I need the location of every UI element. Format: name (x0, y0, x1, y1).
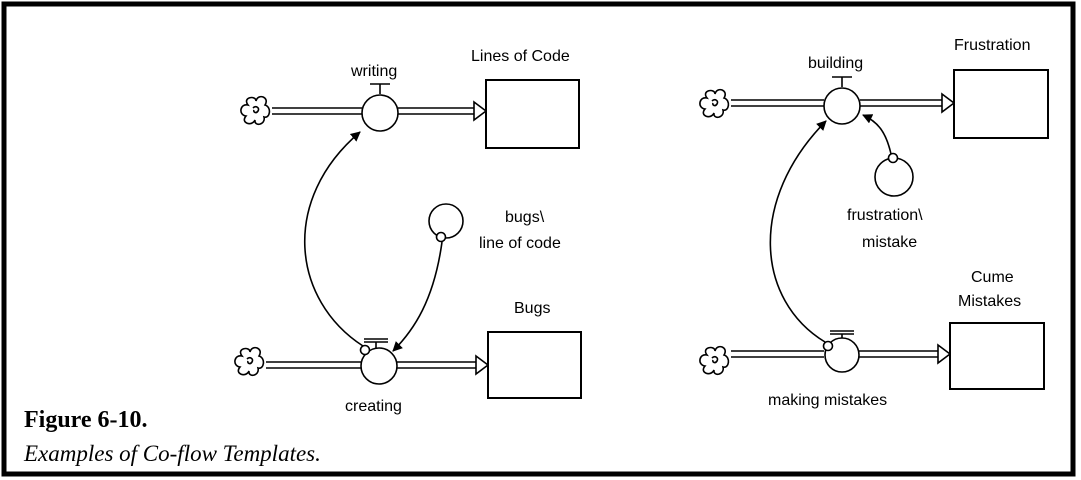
stock-bugs (487, 331, 582, 399)
connector-arrow (862, 114, 899, 164)
cloud-source-icon (699, 345, 730, 376)
converter-label-line2: line of code (479, 235, 561, 252)
stock-frustration (953, 69, 1049, 139)
connector-arrow (304, 131, 371, 356)
figure-subtitle: Examples of Co-flow Templates. (23, 441, 321, 466)
stock-cume-mistakes (949, 322, 1045, 390)
flow-pipe-creating (266, 354, 490, 376)
figure-title: Figure 6-10. (24, 407, 148, 433)
stock-label-lines-of-code: Lines of Code (471, 48, 570, 65)
flow-pipe-making-mistakes (731, 343, 952, 365)
cloud-source-icon (240, 95, 271, 126)
converter-label-line1: frustration\ (847, 207, 923, 224)
flow-valve-icon (360, 338, 398, 385)
flow-valve-icon (361, 83, 399, 132)
stock-lines-of-code (485, 79, 580, 149)
converter-frustration-per-mistake (874, 157, 914, 197)
flow-label-making-mistakes: making mistakes (768, 392, 887, 409)
flow-valve-icon (824, 330, 860, 373)
converter-label-line2: mistake (862, 234, 917, 251)
connector-arrow (769, 120, 834, 352)
cloud-source-icon (234, 346, 265, 377)
stock-label-cume-line1: Cume (971, 269, 1014, 286)
flow-label-writing: writing (350, 63, 397, 80)
flow-label-creating: creating (345, 398, 402, 415)
stock-label-cume-line2: Mistakes (958, 293, 1021, 310)
flow-pipe-building (731, 92, 956, 114)
cloud-source-icon (699, 88, 730, 119)
converter-label-line1: bugs\ (505, 209, 545, 226)
stock-label-bugs: Bugs (514, 300, 550, 317)
flow-pipe-writing (272, 100, 488, 122)
stock-label-frustration: Frustration (954, 37, 1030, 54)
connector-arrow (392, 231, 447, 352)
flow-valve-icon (823, 76, 861, 125)
converter-bugs-per-line (428, 203, 464, 239)
flow-label-building: building (808, 55, 863, 72)
